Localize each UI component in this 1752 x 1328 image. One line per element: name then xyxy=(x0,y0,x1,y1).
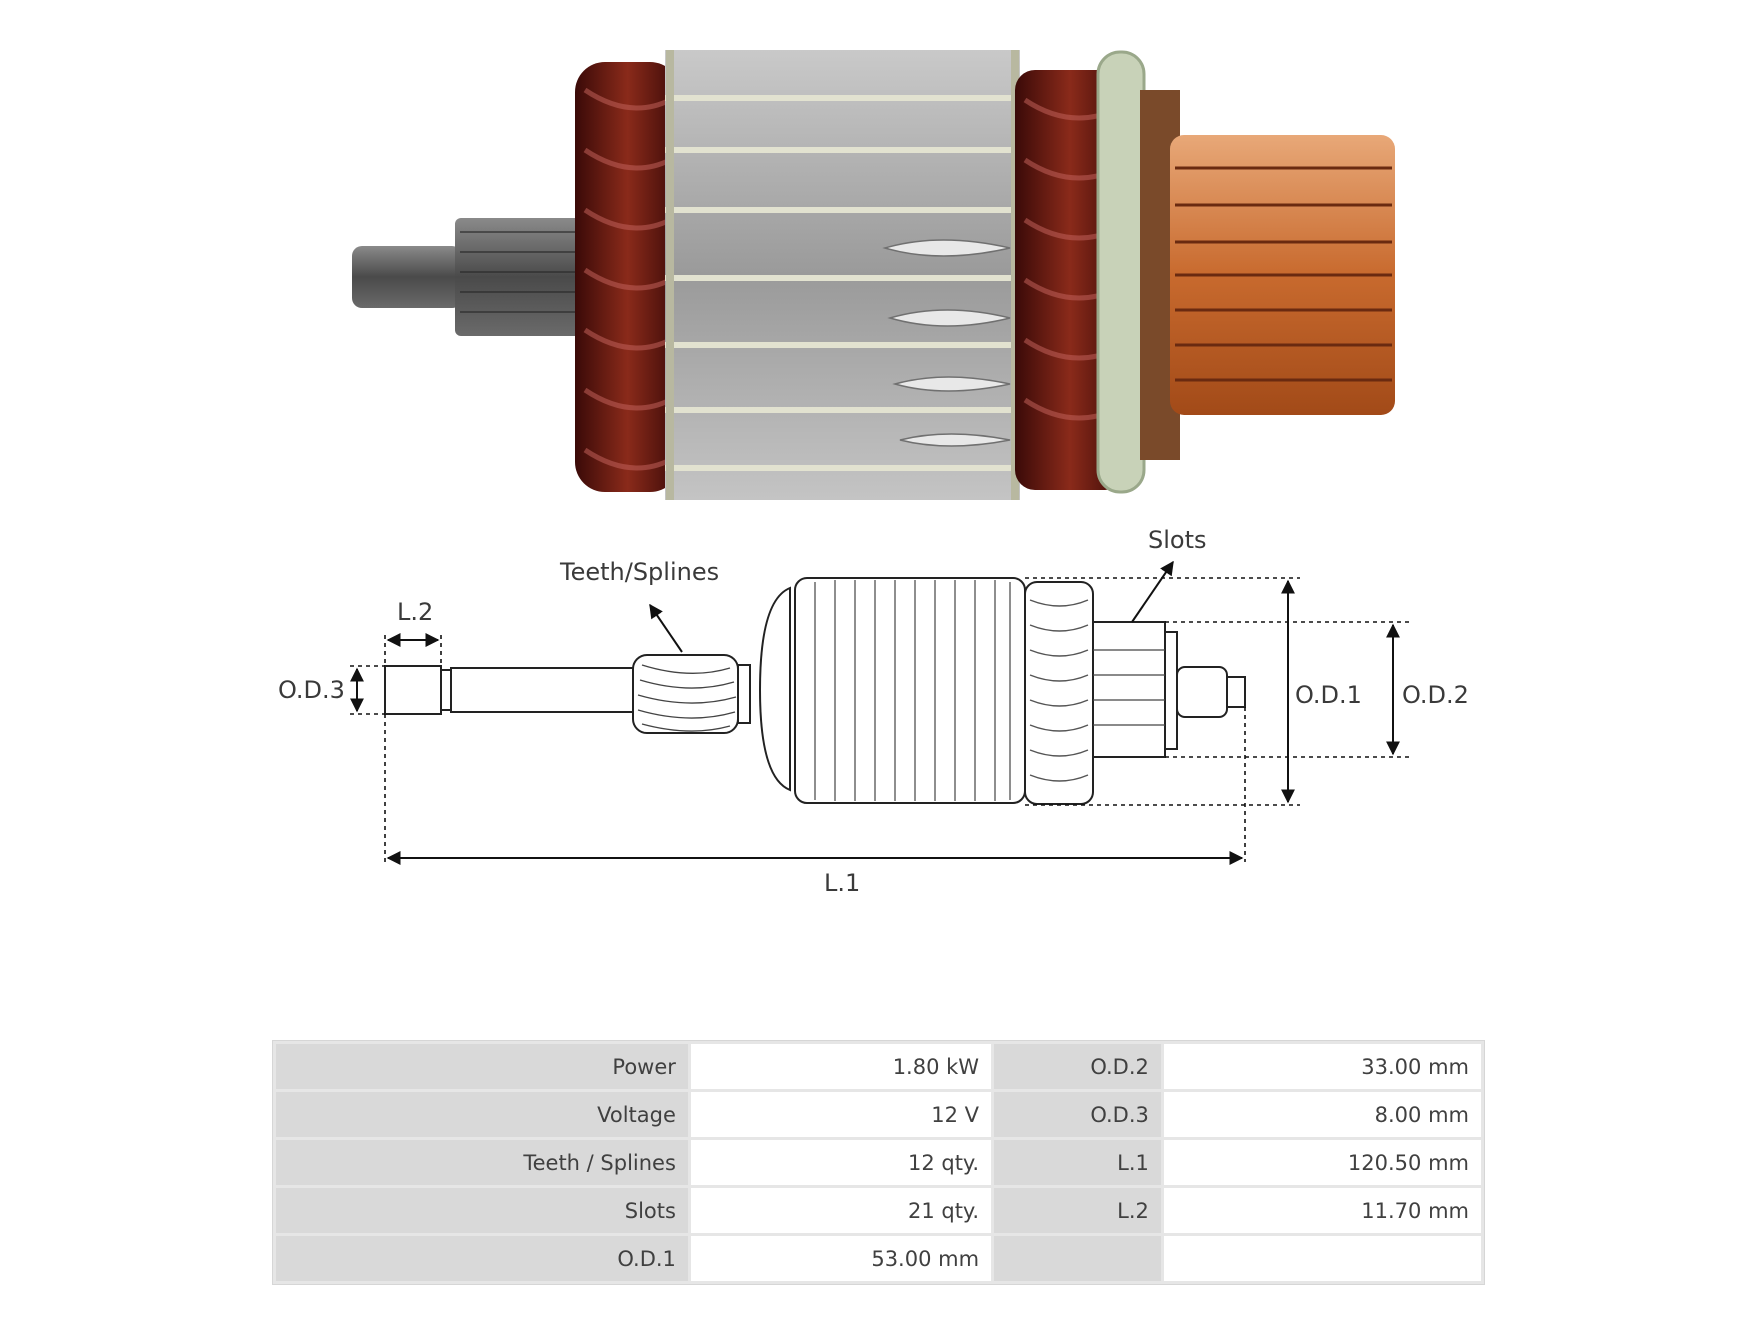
drawing-rear-shaft xyxy=(1176,666,1228,718)
l2-label: L.2 xyxy=(397,598,433,626)
spline-gear xyxy=(455,218,585,336)
spec-value xyxy=(1163,1236,1481,1281)
table-row: O.D.1 53.00 mm xyxy=(276,1236,1481,1281)
spec-value: 120.50 mm xyxy=(1163,1140,1481,1185)
spec-table: Power 1.80 kW O.D.2 33.00 mm Voltage 12 … xyxy=(272,1040,1485,1285)
drawing-left-winding xyxy=(758,586,791,792)
drawing-shaft-end xyxy=(384,665,442,715)
teeth-splines-label: Teeth/Splines xyxy=(559,558,719,586)
spec-key xyxy=(994,1236,1161,1281)
spec-value: 53.00 mm xyxy=(690,1236,992,1281)
drawing-shaft xyxy=(450,667,637,713)
table-row: Voltage 12 V O.D.3 8.00 mm xyxy=(276,1092,1481,1137)
shaft-end xyxy=(352,246,462,308)
spec-value: 11.70 mm xyxy=(1163,1188,1481,1233)
l1-label: L.1 xyxy=(824,869,860,897)
spec-key: L.2 xyxy=(994,1188,1161,1233)
od1-label: O.D.1 xyxy=(1295,681,1362,709)
spec-key: O.D.2 xyxy=(994,1044,1161,1089)
spec-key: Voltage xyxy=(276,1092,688,1137)
drawing-core xyxy=(794,577,1026,804)
spec-key: O.D.3 xyxy=(994,1092,1161,1137)
slots-label: Slots xyxy=(1148,526,1207,554)
od3-label: O.D.3 xyxy=(278,676,345,704)
spec-value: 12 V xyxy=(690,1092,992,1137)
dimension-drawing: Teeth/Splines Slots L.2 O.D.3 O.D.1 O.D.… xyxy=(278,526,1469,897)
spec-value: 33.00 mm xyxy=(1163,1044,1481,1089)
drawing-right-winding xyxy=(1024,581,1094,805)
spec-key: Slots xyxy=(276,1188,688,1233)
drawing-commutator xyxy=(1092,621,1166,758)
armature-photo xyxy=(352,50,1395,500)
spec-key: Teeth / Splines xyxy=(276,1140,688,1185)
table-row: Slots 21 qty. L.2 11.70 mm xyxy=(276,1188,1481,1233)
spec-value: 8.00 mm xyxy=(1163,1092,1481,1137)
spec-value: 12 qty. xyxy=(690,1140,992,1185)
slots-leader xyxy=(1131,560,1174,623)
teeth-splines-leader xyxy=(649,603,683,653)
spec-key: O.D.1 xyxy=(276,1236,688,1281)
spec-value: 1.80 kW xyxy=(690,1044,992,1089)
spec-value: 21 qty. xyxy=(690,1188,992,1233)
left-winding xyxy=(575,62,680,492)
spec-key: L.1 xyxy=(994,1140,1161,1185)
table-row: Teeth / Splines 12 qty. L.1 120.50 mm xyxy=(276,1140,1481,1185)
spec-key: Power xyxy=(276,1044,688,1089)
od2-label: O.D.2 xyxy=(1402,681,1469,709)
table-row: Power 1.80 kW O.D.2 33.00 mm xyxy=(276,1044,1481,1089)
